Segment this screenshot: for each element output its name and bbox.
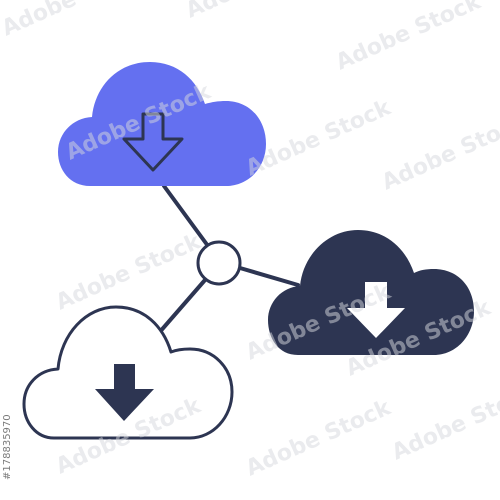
watermark-text: Adobe Stock bbox=[378, 109, 500, 196]
watermark-text: Adobe Stock bbox=[242, 395, 395, 482]
down-arrow-icon bbox=[347, 282, 405, 338]
cloud-download-icon-dark bbox=[268, 230, 474, 355]
link-bottom-cloud bbox=[156, 278, 207, 336]
watermark-text: Adobe Stock bbox=[182, 0, 335, 23]
link-top-cloud bbox=[162, 184, 210, 248]
image-id-label: #178835970 bbox=[2, 414, 13, 480]
network-node-icon bbox=[196, 240, 242, 286]
watermark-text: Adobe Stock bbox=[0, 0, 152, 41]
watermark-text: Adobe Stock bbox=[388, 379, 500, 466]
watermark-text: Adobe Stock bbox=[332, 0, 485, 75]
link-right-cloud bbox=[238, 266, 300, 287]
cloud-download-icon-purple bbox=[58, 62, 266, 186]
down-arrow-icon bbox=[95, 364, 154, 421]
down-arrow-icon bbox=[122, 112, 184, 172]
watermark-text: Adobe Stock bbox=[52, 229, 205, 316]
cloud-download-icon-outline bbox=[22, 305, 234, 440]
network-links bbox=[156, 184, 300, 336]
